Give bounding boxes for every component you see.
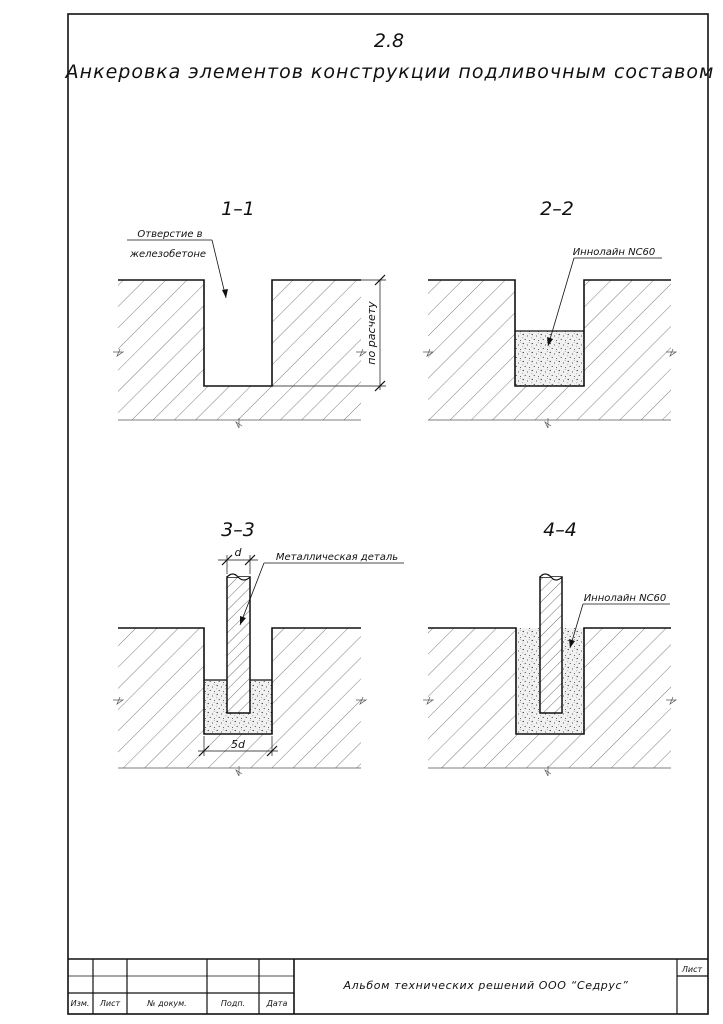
- col-signature: Подп.: [221, 999, 245, 1008]
- section-label: 2–2: [540, 198, 574, 220]
- col-izm: Изм.: [71, 999, 90, 1008]
- callout-grout: Иннолайн NC60: [584, 593, 667, 604]
- sheet-frame: [67, 13, 709, 1015]
- sheet-number: 2.8: [374, 30, 404, 52]
- callout-hole-2: железобетоне: [129, 248, 206, 260]
- break-mark: [235, 418, 243, 429]
- section-label: 1–1: [221, 198, 255, 220]
- section-outline: [428, 627, 671, 735]
- section-outline: [118, 279, 361, 387]
- callout-hole: Отверстие в: [137, 229, 202, 240]
- section-label: 3–3: [221, 519, 255, 541]
- section-outline: [428, 279, 671, 387]
- callout-grout: Иннолайн NC60: [573, 247, 656, 258]
- callout-metal: Металлическая деталь: [276, 552, 398, 563]
- dimension-d: d: [235, 546, 243, 559]
- break-mark: [356, 348, 368, 357]
- album-title: Альбом технических решений ООО “Седрус”: [343, 979, 629, 992]
- metal-element: [539, 576, 563, 714]
- section-2-2: 2–2 Иннолайн NC60: [423, 198, 678, 429]
- section-3-3: 3–3 d 5d Металлическая деталь: [113, 519, 404, 777]
- col-doc-number: № докум.: [146, 999, 186, 1008]
- dimension-depth: по расчету: [365, 301, 378, 365]
- metal-element: [226, 576, 251, 714]
- section-4-4: 4–4 Иннолайн NC60: [423, 519, 678, 777]
- hole-cavity: [204, 280, 272, 386]
- col-list: Лист: [99, 999, 121, 1008]
- section-label: 4–4: [543, 519, 577, 541]
- section-1-1: 1–1 Отверстие в железобетоне по расчету: [113, 198, 386, 429]
- break-mark: [113, 348, 125, 357]
- col-date: Дата: [266, 999, 288, 1008]
- section-outline: [118, 627, 361, 735]
- title-block: Изм. Лист № докум. Подп. Дата Альбом тех…: [68, 958, 708, 1014]
- sheet-title: Анкеровка элементов конструкции подливоч…: [64, 61, 715, 83]
- dimension-5d: 5d: [231, 738, 246, 751]
- sheet-label: Лист: [681, 965, 703, 974]
